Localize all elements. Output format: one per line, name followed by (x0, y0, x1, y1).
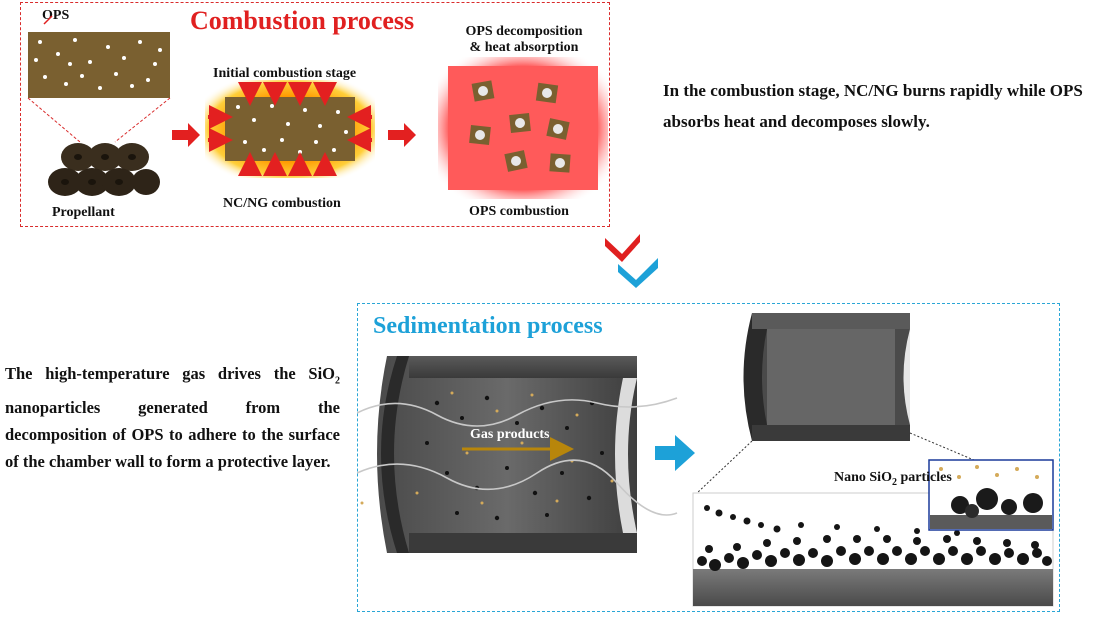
nano-label-suffix: particles (896, 470, 952, 485)
ops-particles (34, 38, 162, 90)
desc-sub: 2 (335, 375, 340, 387)
ops-decomposing-particles (469, 80, 571, 173)
sedimentation-process-frame (357, 303, 1060, 612)
nano-sio2-label: Nano SiO2 particles (834, 470, 952, 488)
initial-stage-label: Initial combustion stage (213, 66, 357, 81)
transition-chevrons (605, 234, 658, 288)
sedimentation-title: Sedimentation process (373, 313, 603, 339)
propellant-grains (48, 143, 160, 196)
arrow-to-coated-pipe (655, 435, 695, 471)
combustion-title: Combustion process (190, 6, 415, 35)
zoom-line-right (114, 97, 171, 143)
heat-arrows (208, 82, 372, 176)
ops-decomposition-label: OPS decomposition & heat absorption (454, 24, 594, 56)
sedimentation-description: The high-temperature gas drives the SiO2… (5, 360, 340, 475)
combustion-process-frame (20, 2, 610, 227)
chamber-pipe (377, 356, 637, 553)
red-chevron (605, 234, 640, 262)
gas-flow-lines (357, 397, 678, 516)
nano-label-prefix: Nano SiO (834, 470, 892, 485)
coated-pipe (743, 313, 910, 441)
arrow-to-initial-stage (172, 123, 200, 147)
inset-particles (951, 488, 1043, 518)
arrow-to-ops-decomposition (388, 123, 416, 147)
ops-pointer-line (43, 15, 53, 25)
inset-gas-molecules (939, 465, 1039, 479)
decomp-line2: & heat absorption (469, 40, 579, 55)
blue-chevron (618, 258, 658, 288)
ncng-combustion-label: NC/NG combustion (223, 196, 341, 211)
gas-products-label: Gas products (470, 427, 550, 442)
chamber-wall-surface (693, 569, 1053, 606)
nano-label-sub: 2 (891, 476, 897, 488)
zoom-line-1 (696, 440, 753, 494)
sedimentation-diagram (357, 313, 1054, 607)
ops-combustion-label: OPS combustion (469, 204, 569, 219)
combustion-description: In the combustion stage, NC/NG burns rap… (663, 81, 1083, 131)
decomp-line1: OPS decomposition (465, 24, 583, 39)
burning-propellant-block (225, 97, 355, 161)
zoom-line-left (27, 97, 81, 143)
deposited-sio2-layer (697, 505, 1052, 571)
combustion-diagram (27, 15, 608, 199)
desc-part1: The high-temperature gas drives the SiO (5, 364, 335, 383)
desc-part2: nanoparticles generated from the decompo… (5, 398, 340, 472)
propellant-label: Propellant (52, 205, 115, 220)
inset-wall (930, 515, 1052, 529)
